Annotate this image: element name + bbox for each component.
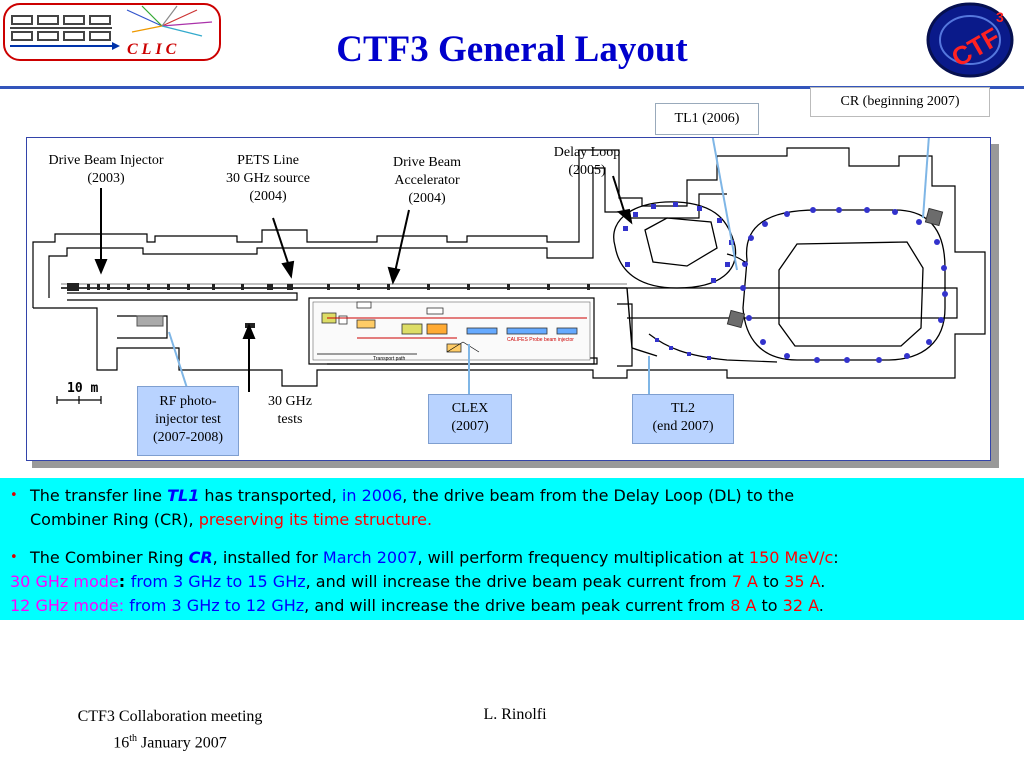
bullet-tl1: • The transfer line TL1 has transported,… [10,486,795,529]
svg-text:3: 3 [996,9,1004,25]
drive-beam-line [61,283,658,357]
bullet-dot-icon: • [10,550,18,565]
30ghz-tests-label: 30 GHz tests [268,394,312,428]
footer-date: 16th January 2007 [113,733,227,752]
drive-beam-injector-label: Drive Beam Injector (2003) [48,153,164,187]
page-title: CTF3 General Layout [336,29,688,70]
scale-bar [56,396,102,404]
clex-hall-outline [308,297,595,365]
rf-photo-injector-element [136,315,164,327]
tl1-label-box: TL1 (2006) [655,103,759,135]
tl2-magnets [655,338,711,360]
scale-bar-label: 10 m [67,381,98,396]
drive-beam-accelerator-label: Drive Beam Accelerator (2004) [392,155,462,207]
footer-meeting-name: CTF3 Collaboration meeting [77,708,263,725]
bullet-panel: • The transfer line TL1 has transported,… [0,478,1024,620]
layout-drawing: CALIFES Probe beam injector Transport pa… [32,138,986,404]
tl2-label-box: TL2 (end 2007) [632,394,734,444]
delay-loop [613,201,737,289]
rf-photo-injector-label-box: RF photo- injector test (2007-2008) [137,386,239,456]
transport-path-label: Transport path [373,356,406,362]
combiner-ring-magnets [740,207,948,363]
label-arrows [94,175,633,392]
clex-label-box: CLEX (2007) [428,394,512,444]
ctf3-logo: CTF 3 [926,2,1014,78]
califes-label: CALIFES Probe beam injector [507,337,574,343]
footer-author: L. Rinolfi [483,706,547,723]
pets-line-label: PETS Line 30 GHz source (2004) [226,153,310,205]
label-connectors [168,138,930,394]
30ghz-test-element [245,323,255,328]
cr-label-box: CR (beginning 2007) [810,87,990,117]
footer-meeting: CTF3 Collaboration meeting 16th January … [30,706,310,754]
clic-logo: CLIC [3,3,221,61]
bullet-dot-icon: • [10,488,18,503]
equipment-cubes [726,207,944,329]
title-divider [0,86,1024,89]
combiner-ring [742,209,946,361]
mode-12ghz-line: 12 GHz mode: from 3 GHz to 12 GHz, and w… [10,596,824,615]
mode-30ghz-line: 30 GHz mode: from 3 GHz to 15 GHz, and w… [10,572,826,591]
clic-logo-text: CLIC [127,41,180,58]
linac-elements [67,283,590,291]
bullet-cr: • The Combiner Ring CR, installed for Ma… [10,546,1014,570]
delay-loop-label: Delay Loop (2005) [553,145,621,179]
